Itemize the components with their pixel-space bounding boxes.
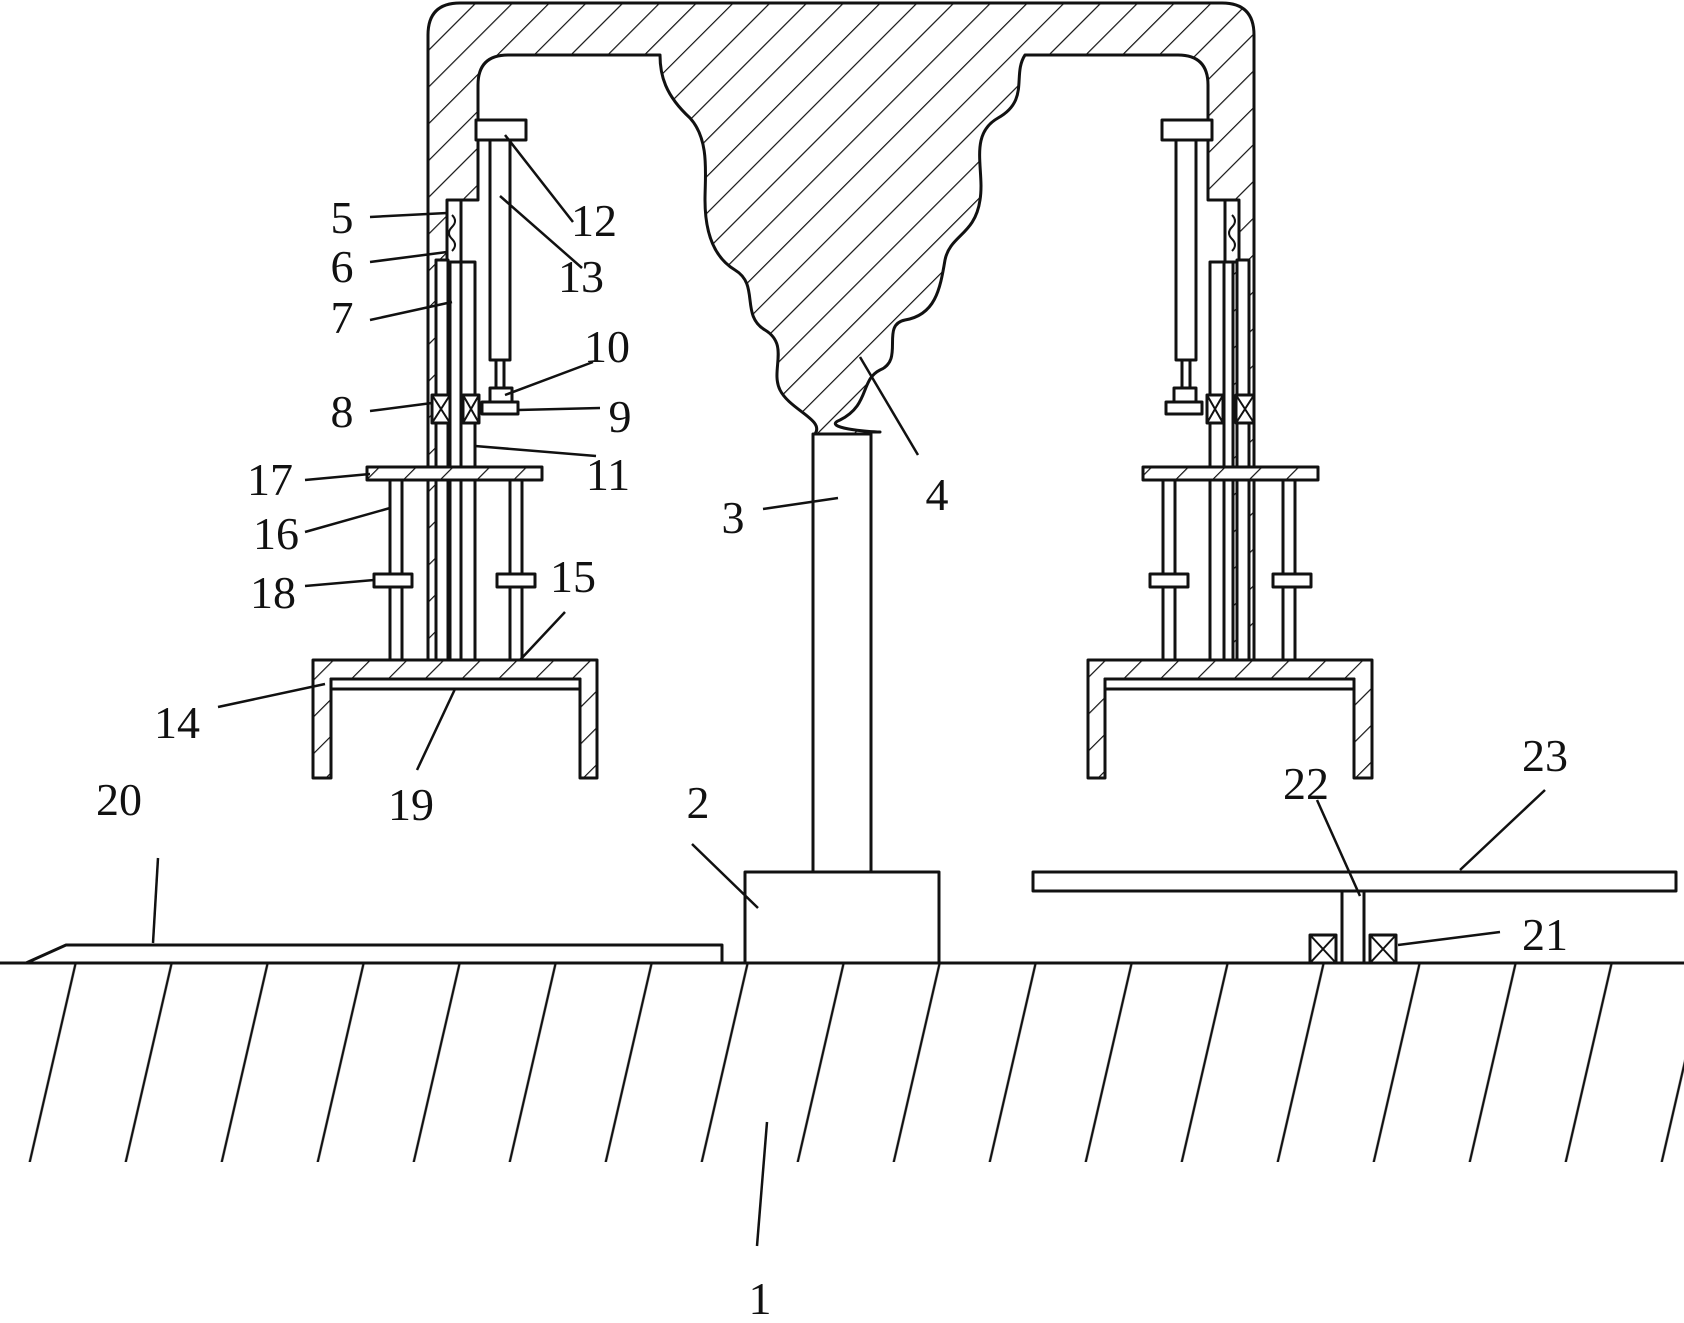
label-23: 23 — [1522, 730, 1568, 781]
label-2: 2 — [687, 777, 710, 828]
label-17: 17 — [247, 454, 293, 505]
label-15: 15 — [550, 551, 596, 602]
label-7: 7 — [331, 292, 354, 343]
label-1: 1 — [749, 1273, 772, 1323]
label-11: 11 — [586, 449, 630, 500]
central-column — [811, 432, 873, 874]
label-13: 13 — [558, 251, 604, 302]
label-10: 10 — [584, 321, 630, 372]
label-21: 21 — [1522, 909, 1568, 960]
leader-lines — [151, 134, 1546, 1247]
left-mechanism — [311, 118, 599, 780]
ground — [0, 961, 1684, 1323]
top-frame — [426, 1, 1256, 662]
label-19: 19 — [388, 779, 434, 830]
label-14: 14 — [154, 697, 200, 748]
label-6: 6 — [331, 241, 354, 292]
label-16: 16 — [253, 508, 299, 559]
labels: 5 6 7 8 12 13 10 9 11 17 16 18 15 14 19 … — [96, 192, 1568, 1323]
ramp — [24, 943, 724, 965]
label-9: 9 — [609, 391, 632, 442]
label-22: 22 — [1283, 758, 1329, 809]
label-8: 8 — [331, 386, 354, 437]
label-5: 5 — [331, 192, 354, 243]
label-4: 4 — [926, 469, 949, 520]
label-18: 18 — [250, 567, 296, 618]
label-12: 12 — [571, 195, 617, 246]
right-mechanism — [1086, 118, 1374, 780]
label-3: 3 — [722, 492, 745, 543]
label-20: 20 — [96, 774, 142, 825]
base-block — [743, 870, 941, 965]
